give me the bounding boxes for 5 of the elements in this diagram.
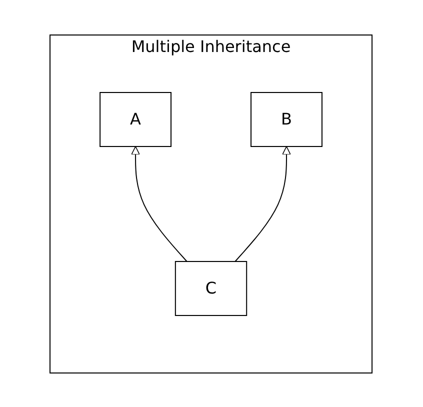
arrow: [235, 146, 292, 262]
arrow: [132, 146, 188, 262]
node-box: B: [250, 92, 323, 146]
node-box: A: [100, 92, 172, 146]
node-box: C: [175, 260, 248, 316]
